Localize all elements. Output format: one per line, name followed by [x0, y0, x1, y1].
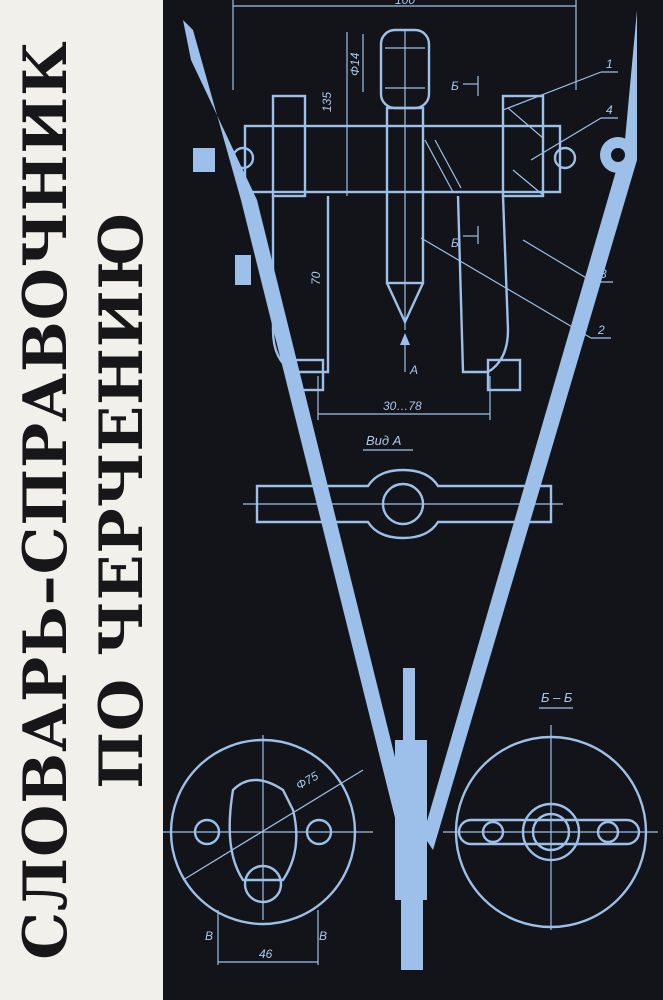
dim-bottom-label: 30…78: [383, 399, 422, 413]
title-line-2: ПО ЧЕРЧЕНИЮ: [86, 211, 157, 789]
part-number-1: 1: [606, 57, 613, 71]
part-number-3: 3: [600, 267, 607, 281]
part-callouts: 1 4 3 2: [420, 57, 618, 339]
technical-drawing: 100: [163, 0, 663, 1000]
dim-height-label: 135: [320, 92, 334, 112]
section-b-b-label: Б – Б: [541, 690, 573, 705]
section-b-b: Б – Б: [443, 690, 658, 930]
title-block: СЛОВАРЬ–СПРАВОЧНИК ПО ЧЕРЧЕНИЮ: [0, 0, 163, 1000]
dimension-top: 100: [232, 0, 577, 90]
dim-diameter-label: Φ14: [348, 52, 362, 76]
section-letter-b-right: В: [319, 929, 327, 943]
section-mark-top: Б: [451, 79, 459, 93]
part-number-2: 2: [597, 323, 605, 337]
title-panel: [0, 0, 163, 1000]
dimension-lines: 135 Φ14 70 30…78 А Б Б: [309, 32, 491, 420]
circular-view-left: Φ75 В В 46: [163, 735, 373, 965]
circle-diameter-label: Φ75: [294, 769, 322, 793]
part-number-4: 4: [606, 103, 613, 117]
drawing-canvas: 100: [163, 0, 658, 970]
section-mark-bottom: Б: [451, 236, 459, 250]
view-a: Вид А: [243, 433, 563, 540]
view-a-label: Вид А: [366, 433, 401, 448]
dim-top-label: 100: [395, 0, 415, 7]
section-letter-b-left: В: [205, 929, 213, 943]
title-line-1: СЛОВАРЬ–СПРАВОЧНИК: [10, 40, 81, 960]
compass-instrument: [183, 10, 637, 970]
dim-bottom-left-label: 46: [259, 947, 273, 961]
dim-left-label: 70: [309, 271, 323, 285]
arrow-mark-label: А: [409, 363, 418, 377]
